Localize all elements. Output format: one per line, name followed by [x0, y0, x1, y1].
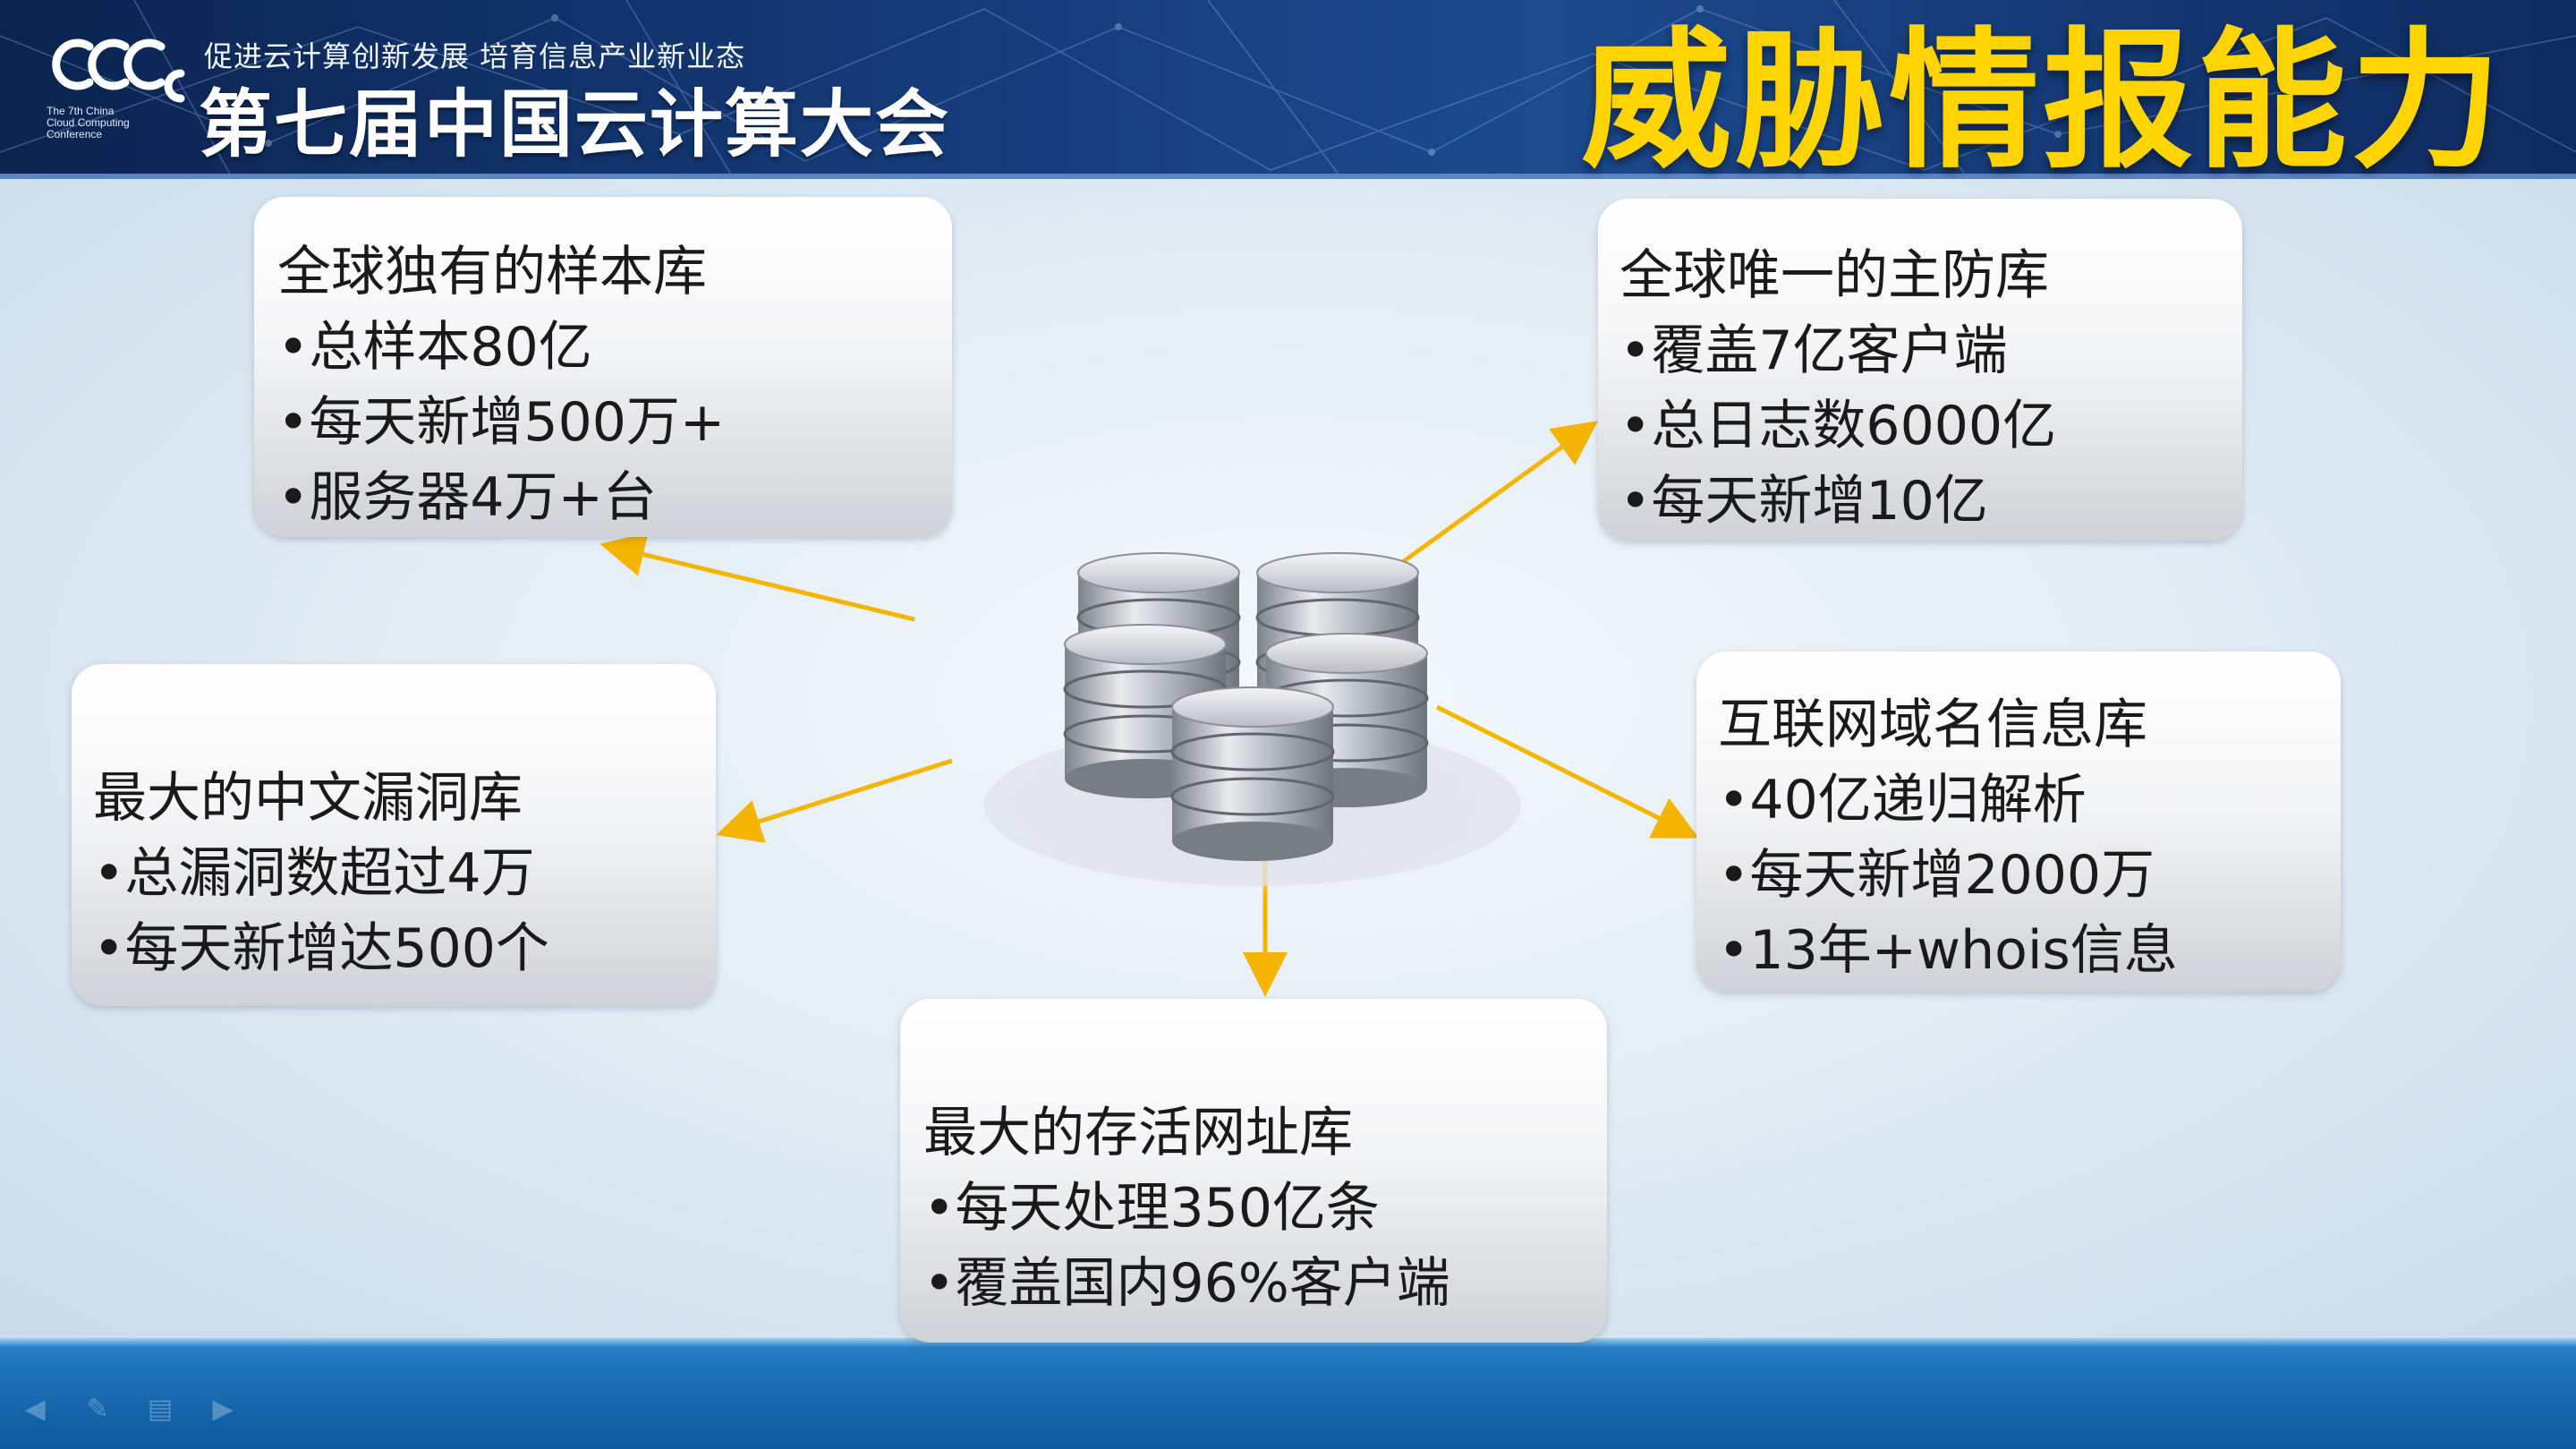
box-bullet: •每天新增10亿	[1620, 470, 1988, 533]
header-divider	[0, 174, 2576, 179]
vulnerability-library-box: 最大的中文漏洞库 •总漏洞数超过4万 •每天新增达500个	[72, 664, 716, 1006]
box-bullet: •覆盖国内96%客户端	[923, 1252, 1450, 1315]
box-bullet: •服务器4万+台	[277, 466, 657, 529]
sample-library-box: 全球独有的样本库 •总样本80亿 •每天新增500万+ •服务器4万+台	[254, 197, 952, 537]
slideshow-nav-toolbar: ◀ ✎ ▤ ▶	[20, 1394, 238, 1425]
slide-title: 威胁情报能力	[1581, 13, 2504, 189]
header-band	[0, 0, 2576, 179]
pen-icon[interactable]: ✎	[86, 1394, 109, 1425]
box-bullet: •每天新增2000万	[1718, 844, 2155, 907]
arrow-to-samples	[599, 533, 915, 622]
box-bullet: •每天新增达500个	[93, 917, 549, 980]
box-title: 最大的存活网址库	[923, 1102, 1353, 1164]
box-title: 最大的中文漏洞库	[93, 767, 523, 830]
box-bullet: •覆盖7亿客户端	[1620, 320, 2008, 382]
domain-info-library-box: 互联网域名信息库 •40亿递归解析 •每天新增2000万 •13年+whois信…	[1696, 652, 2341, 992]
cccc-logo-icon	[52, 38, 185, 103]
box-bullet: •总日志数6000亿	[1620, 395, 2057, 457]
box-bullet: •每天新增500万+	[277, 391, 726, 454]
logo-subtitle-line: The 7th China	[47, 105, 115, 117]
arrow-to-defense	[1396, 421, 1599, 568]
arrow-to-domain	[1435, 704, 1699, 839]
box-bullet: •每天处理350亿条	[923, 1177, 1380, 1240]
arrow-left-icon[interactable]: ◀	[24, 1394, 46, 1425]
defense-library-box: 全球唯一的主防库 •覆盖7亿客户端 •总日志数6000亿 •每天新增10亿	[1598, 199, 2242, 541]
menu-icon[interactable]: ▤	[147, 1394, 174, 1425]
network-pattern-decoration	[0, 0, 2576, 179]
url-library-box: 最大的存活网址库 •每天处理350亿条 •覆盖国内96%客户端	[900, 999, 1607, 1342]
box-title: 互联网域名信息库	[1718, 694, 2147, 756]
logo-subtitle: The 7th China Cloud Computing Conference	[47, 106, 190, 141]
arrow-to-vuln	[716, 758, 953, 843]
conference-name: 第七届中国云计算大会	[199, 82, 951, 167]
database-cluster-icon	[966, 551, 1539, 904]
logo-subtitle-line: Conference	[47, 128, 103, 141]
conference-slogan: 促进云计算创新发展 培育信息产业新业态	[204, 39, 746, 73]
logo-subtitle-line: Cloud Computing	[47, 116, 130, 129]
box-bullet: •总样本80亿	[277, 316, 592, 379]
box-bullet: •总漏洞数超过4万	[93, 842, 535, 905]
box-title: 全球唯一的主防库	[1620, 244, 2049, 307]
footer-glow	[0, 1338, 2576, 1347]
footer-band	[0, 1338, 2576, 1449]
box-title: 全球独有的样本库	[277, 241, 707, 303]
box-bullet: •40亿递归解析	[1718, 769, 2087, 831]
arrow-right-icon[interactable]: ▶	[212, 1394, 234, 1425]
box-bullet: •13年+whois信息	[1718, 919, 2178, 982]
